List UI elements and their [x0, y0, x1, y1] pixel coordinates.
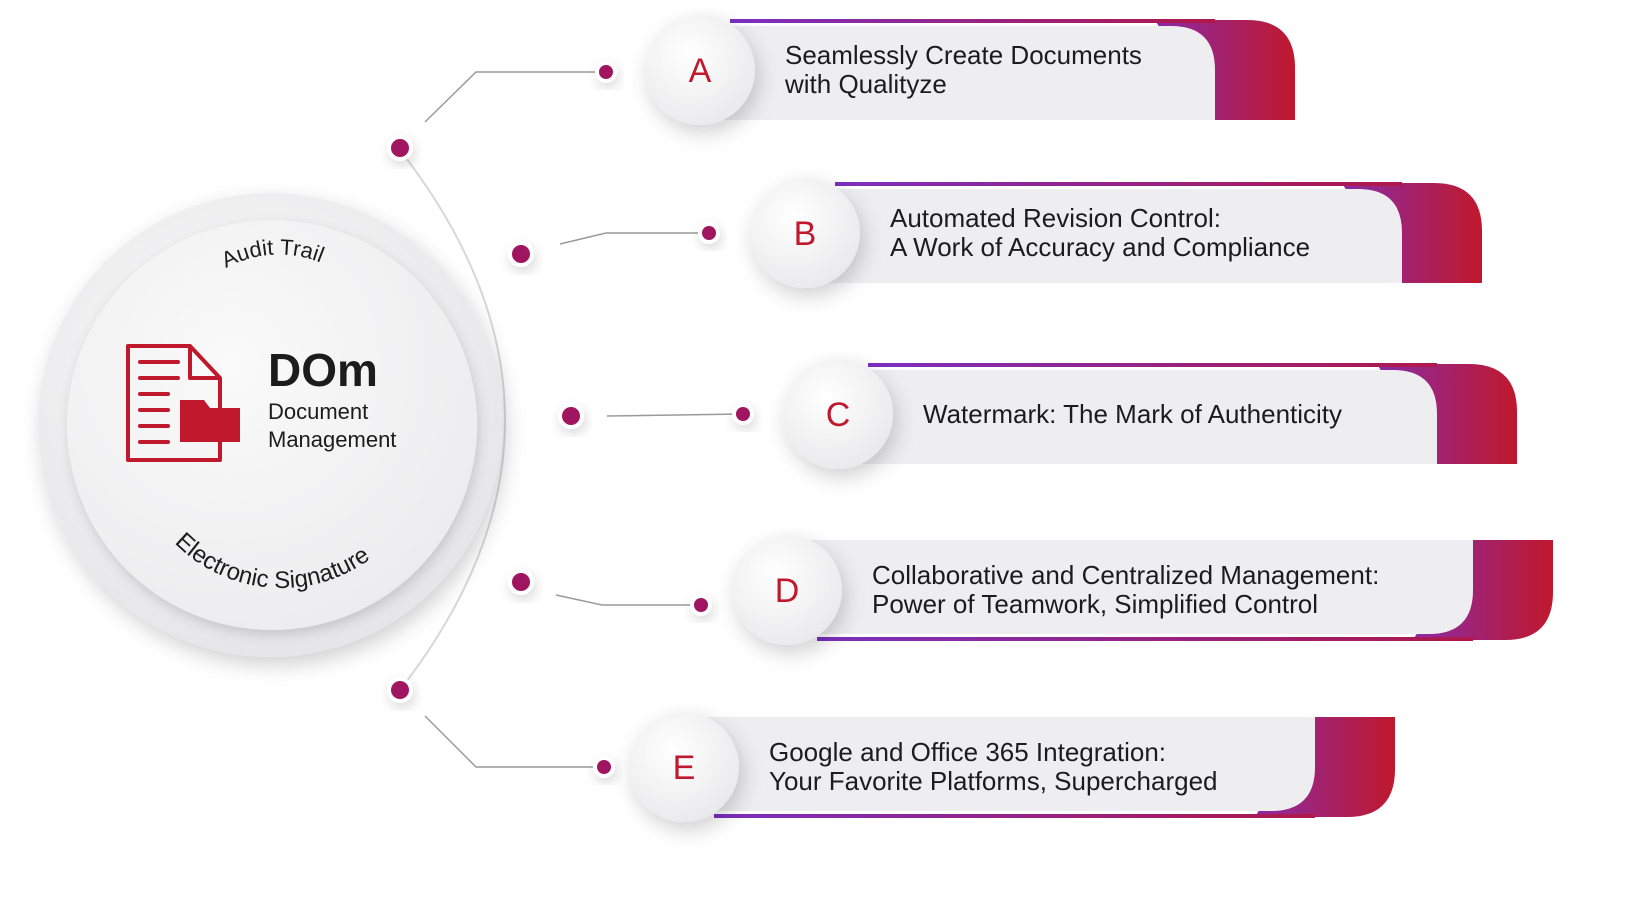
hub-subtitle-line2: Management	[268, 427, 396, 452]
letter-badge	[783, 359, 893, 469]
connector-line	[424, 715, 604, 768]
document-folder-icon	[126, 344, 240, 462]
connector-line	[606, 413, 744, 417]
hub-subtitle-line1: Document	[268, 399, 368, 424]
letter-badge	[750, 178, 860, 288]
connector-line	[555, 594, 701, 606]
letter-badge	[629, 712, 739, 822]
pill-body	[805, 189, 1402, 283]
feature-title-line1: Watermark: The Mark of Authenticity	[923, 399, 1342, 429]
connector-line	[559, 232, 709, 245]
pill-accent-line	[868, 363, 1437, 367]
letter-badge-label: E	[673, 749, 696, 787]
feature-item-d: D Collaborative and Centralized Managemen…	[508, 535, 1553, 645]
connector-end-dot	[599, 65, 613, 79]
feature-item-b: B Automated Revision Control:A Work of Ac…	[508, 178, 1482, 288]
letter-badge-label: B	[794, 215, 817, 253]
letter-badge	[645, 15, 755, 125]
arc-node-dot	[512, 573, 530, 591]
arc-node-dot	[562, 407, 580, 425]
letter-badge-label: D	[775, 572, 800, 610]
feature-title-line1: Google and Office 365 Integration:	[769, 737, 1166, 767]
pill-accent-line	[714, 814, 1315, 818]
connector-end-dot	[702, 226, 716, 240]
arc-node-dot	[512, 245, 530, 263]
pill-accent-line	[835, 182, 1402, 186]
hub: DOm Document Management Audit Trail Elec…	[38, 193, 502, 657]
arc-node-dot	[391, 139, 409, 157]
pill-body	[787, 540, 1473, 634]
feature-title-line2: Power of Teamwork, Simplified Control	[872, 589, 1318, 619]
feature-title-line1: Automated Revision Control:	[890, 203, 1221, 233]
arc-node-dot	[391, 681, 409, 699]
feature-title-line1: Collaborative and Centralized Management…	[872, 560, 1379, 590]
feature-item-c: C Watermark: The Mark of Authenticity	[558, 359, 1517, 469]
feature-item-e: E Google and Office 365 Integration:Your …	[387, 677, 1395, 822]
pill-body	[700, 26, 1215, 120]
pill-body	[684, 717, 1315, 811]
connector-end-dot	[597, 760, 611, 774]
letter-badge	[732, 535, 842, 645]
feature-title-line1: Seamlessly Create Documents	[785, 40, 1142, 70]
pill-accent-line	[817, 637, 1473, 641]
pill-accent-line	[730, 19, 1215, 23]
letter-badge-label: A	[689, 52, 712, 90]
feature-title-line2: with Qualityze	[784, 69, 947, 99]
hub-title: DOm	[268, 344, 378, 396]
letter-badge-label: C	[826, 396, 851, 434]
hub-inner-disc	[67, 220, 477, 630]
pill-body	[838, 370, 1437, 464]
connector-end-dot	[736, 407, 750, 421]
feature-title-line2: Your Favorite Platforms, Supercharged	[769, 766, 1218, 796]
connector-end-dot	[694, 598, 708, 612]
feature-title-line2: A Work of Accuracy and Compliance	[890, 232, 1310, 262]
hub-arc-line	[399, 149, 506, 691]
connector-line	[424, 71, 606, 123]
